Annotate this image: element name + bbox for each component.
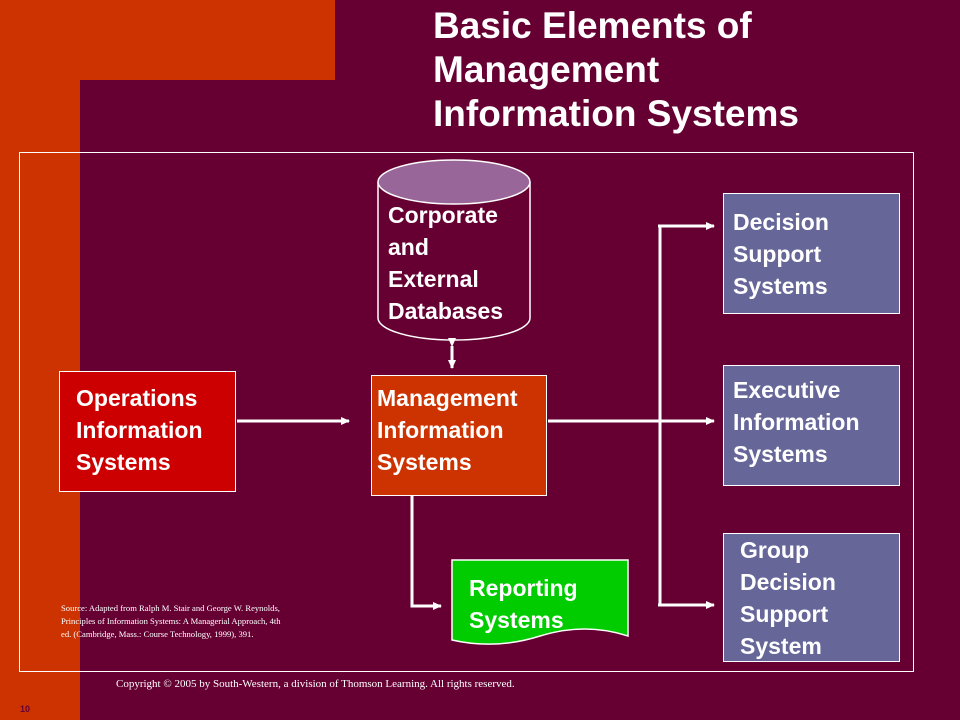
group-decision-support-system-box: Group Decision Support System (723, 533, 900, 662)
gdss-label: Group Decision Support System (740, 537, 836, 659)
executive-information-systems-box: Executive Information Systems (723, 365, 900, 486)
operations-label: Operations Information Systems (76, 385, 203, 475)
arrow-mis-to-reporting (410, 496, 442, 610)
reporting-systems-label: Reporting Systems (469, 575, 578, 633)
eis-label: Executive Information Systems (733, 377, 860, 467)
decision-support-systems-box: Decision Support Systems (723, 193, 900, 314)
diagram-frame (19, 152, 914, 672)
operations-information-systems-box: Operations Information Systems (59, 371, 236, 492)
source-citation: Source: Adapted from Ralph M. Stair and … (61, 603, 281, 639)
management-information-systems-box: Management Information Systems (371, 375, 547, 496)
copyright-notice: Copyright © 2005 by South-Western, a div… (116, 678, 515, 690)
reporting-systems-shape (451, 559, 629, 645)
decorative-orange-left (0, 0, 80, 720)
page-number: 10 (20, 704, 31, 714)
mis-label: Management Information Systems (377, 385, 518, 475)
slide-title: Basic Elements of Management Information… (433, 5, 799, 134)
databases-label: Corporate and External Databases (388, 202, 504, 324)
dss-label: Decision Support Systems (733, 209, 829, 299)
